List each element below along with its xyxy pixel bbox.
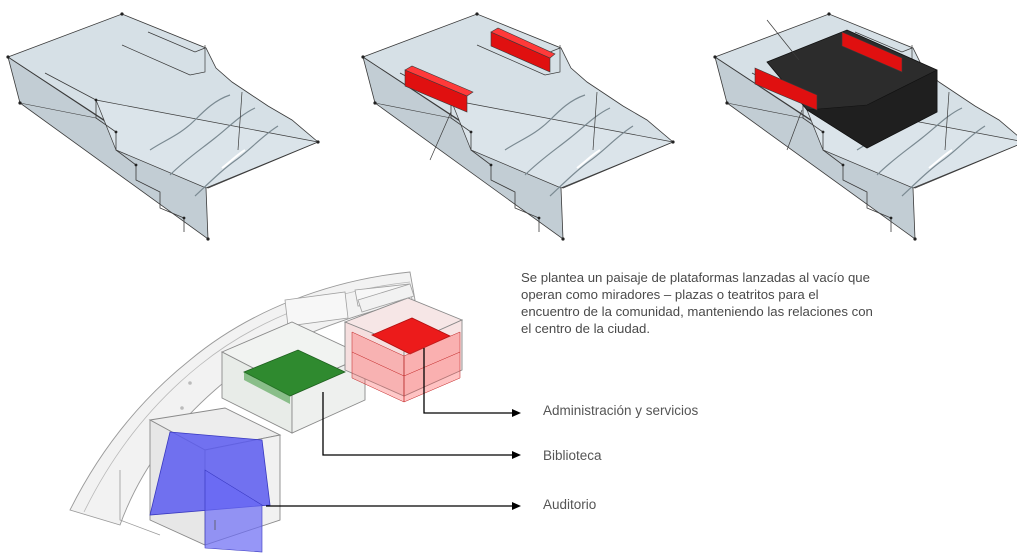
label-administracion: Administración y servicios — [543, 403, 699, 418]
program-axonometric — [69, 271, 464, 553]
label-biblioteca: Biblioteca — [543, 448, 602, 463]
description-text: Se plantea un paisaje de plataformas lan… — [521, 270, 873, 336]
terrain-model-1 — [5, 11, 321, 242]
leader-admin — [423, 348, 521, 417]
terrain-model-3 — [712, 11, 1017, 242]
terrain-model-2 — [360, 11, 676, 242]
leader-auditorio — [266, 502, 521, 510]
leader-biblioteca — [322, 392, 521, 459]
label-auditorio: Auditorio — [543, 497, 597, 512]
